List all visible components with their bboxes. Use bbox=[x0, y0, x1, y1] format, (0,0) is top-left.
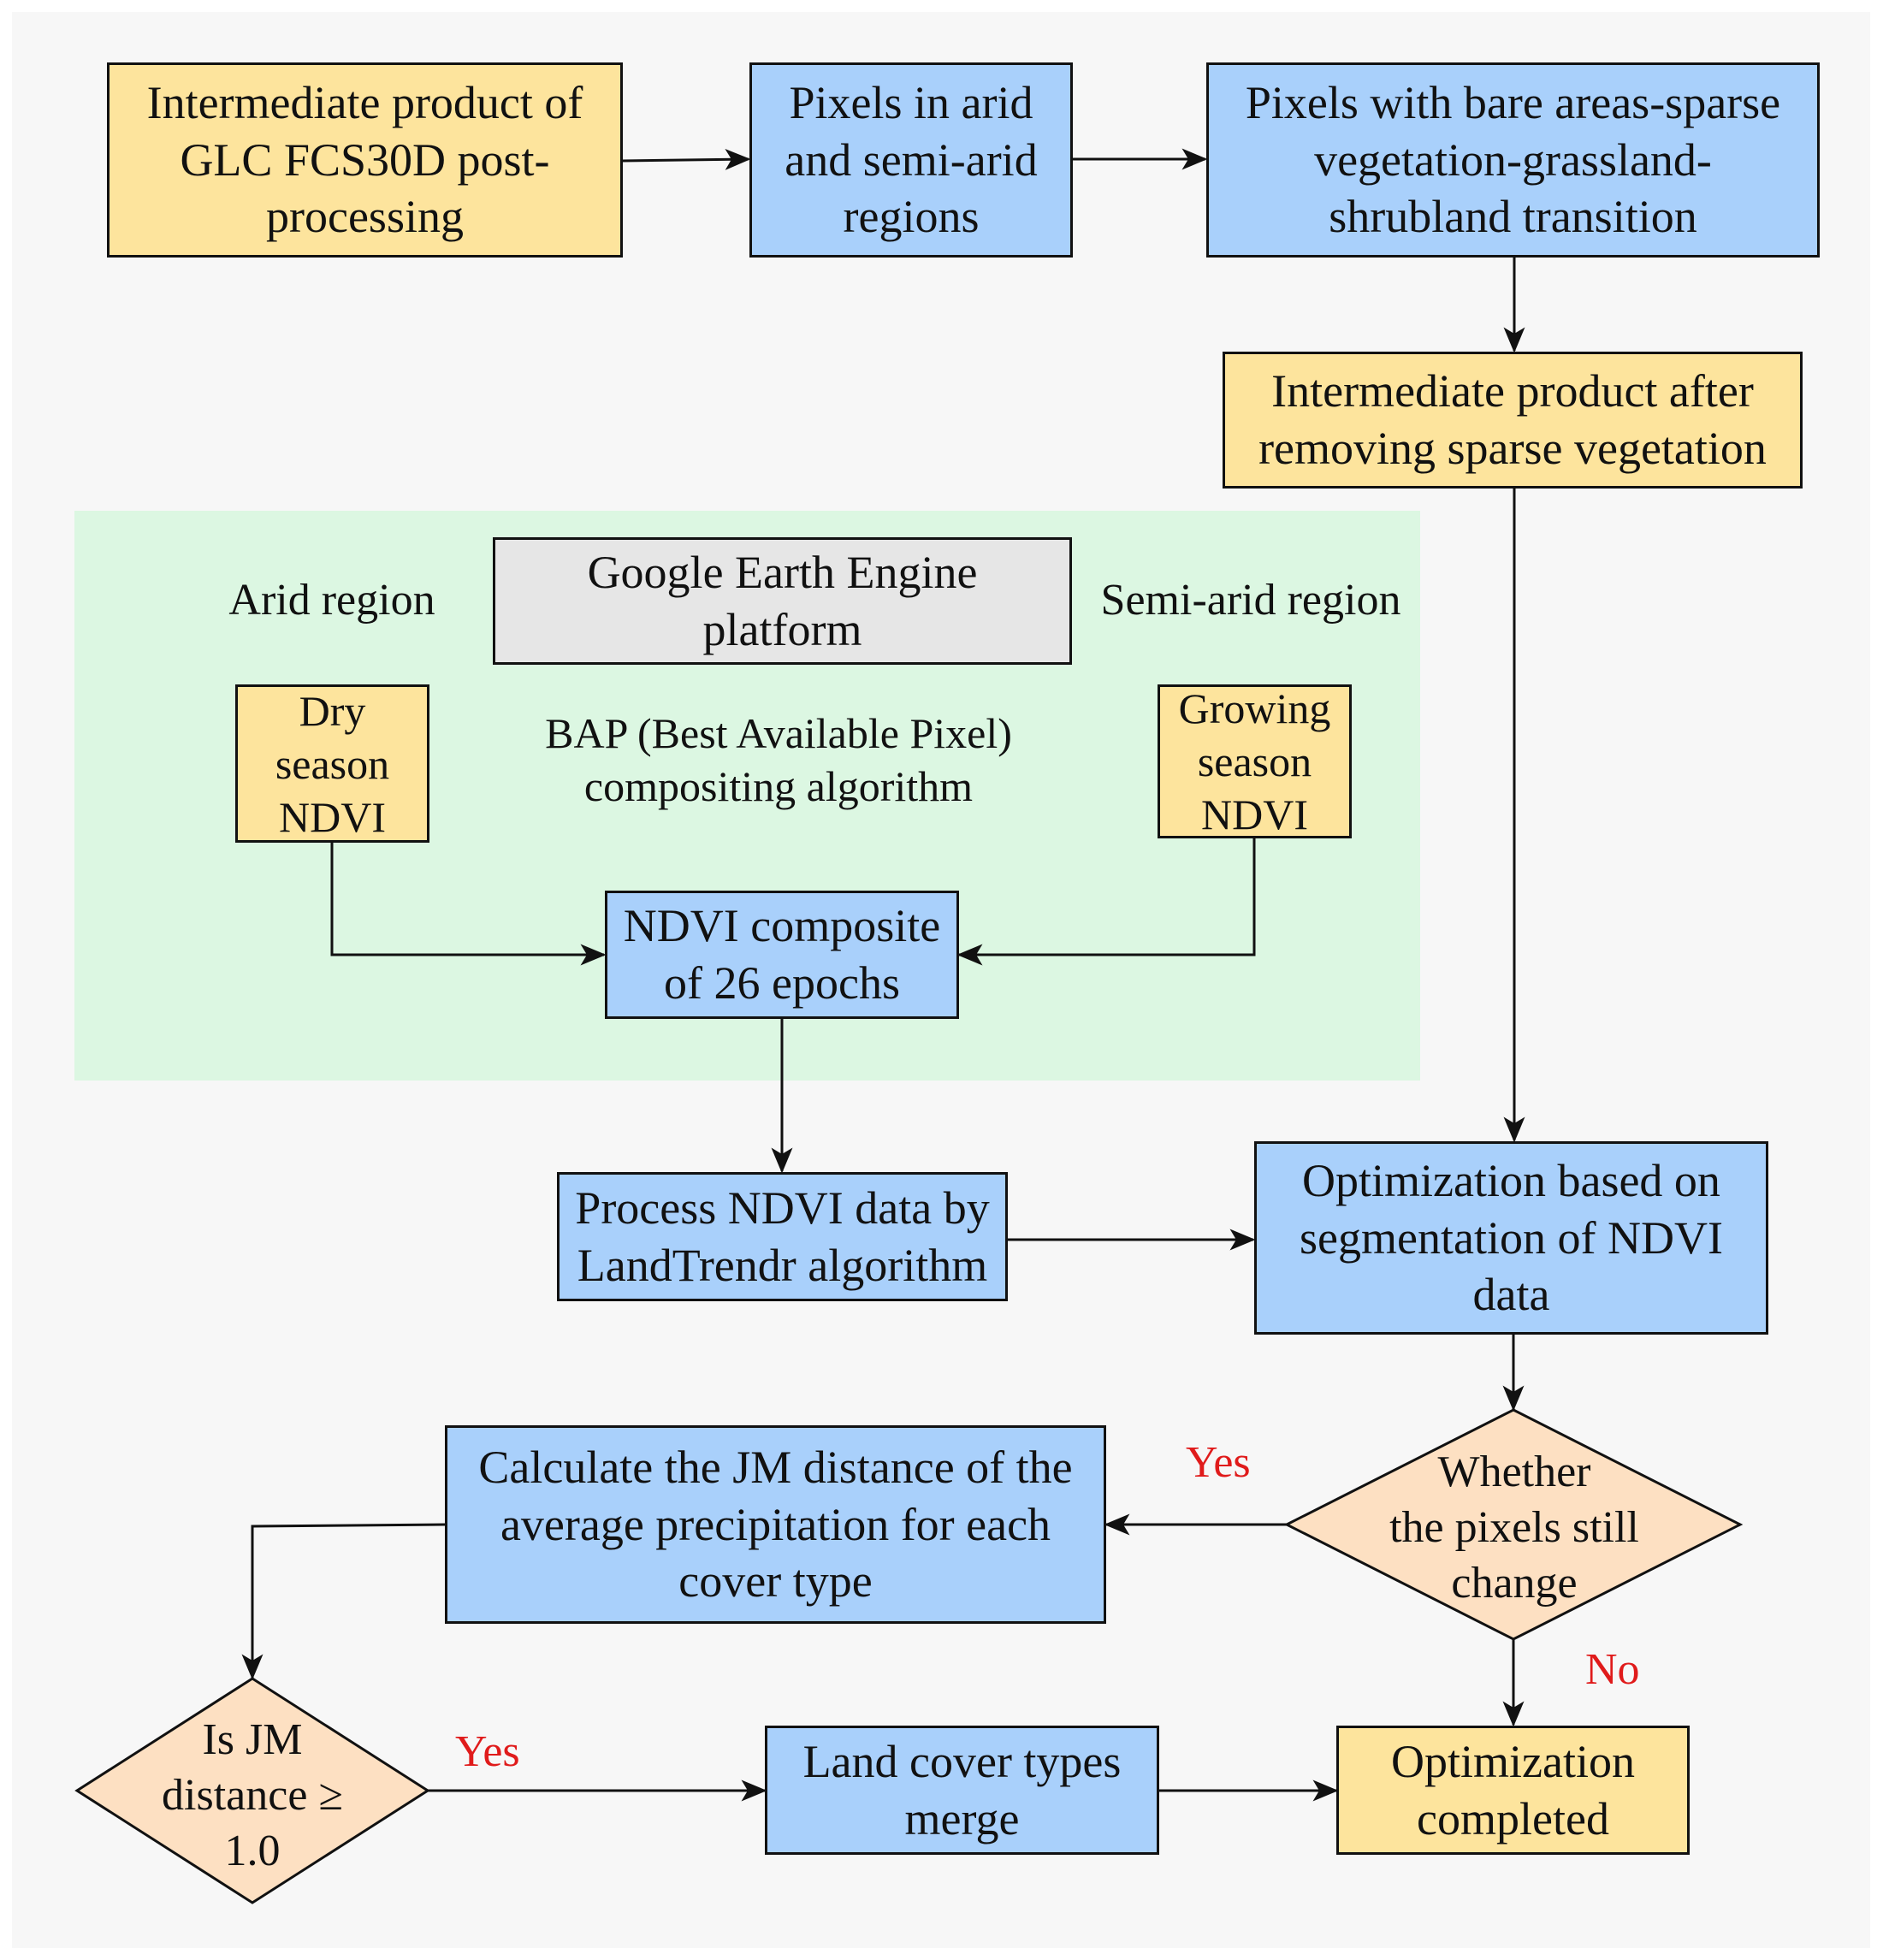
jm-threshold-diamond bbox=[74, 1677, 430, 1904]
branch-label-change-no: No bbox=[1585, 1645, 1640, 1694]
edge-jm-to-threshold bbox=[241, 1523, 447, 1680]
edge-glc-to-arid-pixels bbox=[621, 148, 751, 170]
label-arid-region: Arid region bbox=[228, 576, 435, 625]
node-dry-season-ndvi: Dry season NDVI bbox=[235, 684, 429, 843]
node-jm-distance: Calculate the JM distance of the average… bbox=[445, 1425, 1106, 1624]
decision-jm-threshold-text: Is JM distance ≥ 1.0 bbox=[162, 1714, 343, 1875]
node-completed: Optimization completed bbox=[1336, 1726, 1690, 1855]
branch-label-jm-yes: Yes bbox=[455, 1727, 520, 1776]
node-intermediate-after-removal: Intermediate product after removing spar… bbox=[1223, 352, 1803, 489]
branch-label-change-yes: Yes bbox=[1186, 1438, 1251, 1487]
decision-pixels-change-text: Whether the pixels still change bbox=[1389, 1447, 1639, 1608]
node-gee-platform: Google Earth Engine platform bbox=[493, 537, 1072, 665]
node-optimization-segmentation: Optimization based on segmentation of ND… bbox=[1254, 1141, 1768, 1335]
node-arid-semiarid-pixels: Pixels in arid and semi-arid regions bbox=[749, 62, 1073, 258]
node-merge: Land cover types merge bbox=[765, 1726, 1159, 1855]
edge-dry-season-to-composite bbox=[330, 843, 607, 966]
node-intermediate-glc: Intermediate product of GLC FCS30D post-… bbox=[107, 62, 623, 258]
node-transition-pixels: Pixels with bare areas-sparse vegetation… bbox=[1206, 62, 1820, 258]
node-ndvi-composite: NDVI composite of 26 epochs bbox=[605, 891, 959, 1019]
label-bap-algorithm: BAP (Best Available Pixel) compositing a… bbox=[545, 709, 1012, 810]
node-growing-season-ndvi: Growing season NDVI bbox=[1158, 684, 1352, 838]
label-semiarid-region: Semi-arid region bbox=[1100, 576, 1401, 625]
node-landtrendr: Process NDVI data by LandTrendr algorith… bbox=[557, 1172, 1008, 1301]
edge-growing-season-to-composite bbox=[956, 838, 1256, 966]
